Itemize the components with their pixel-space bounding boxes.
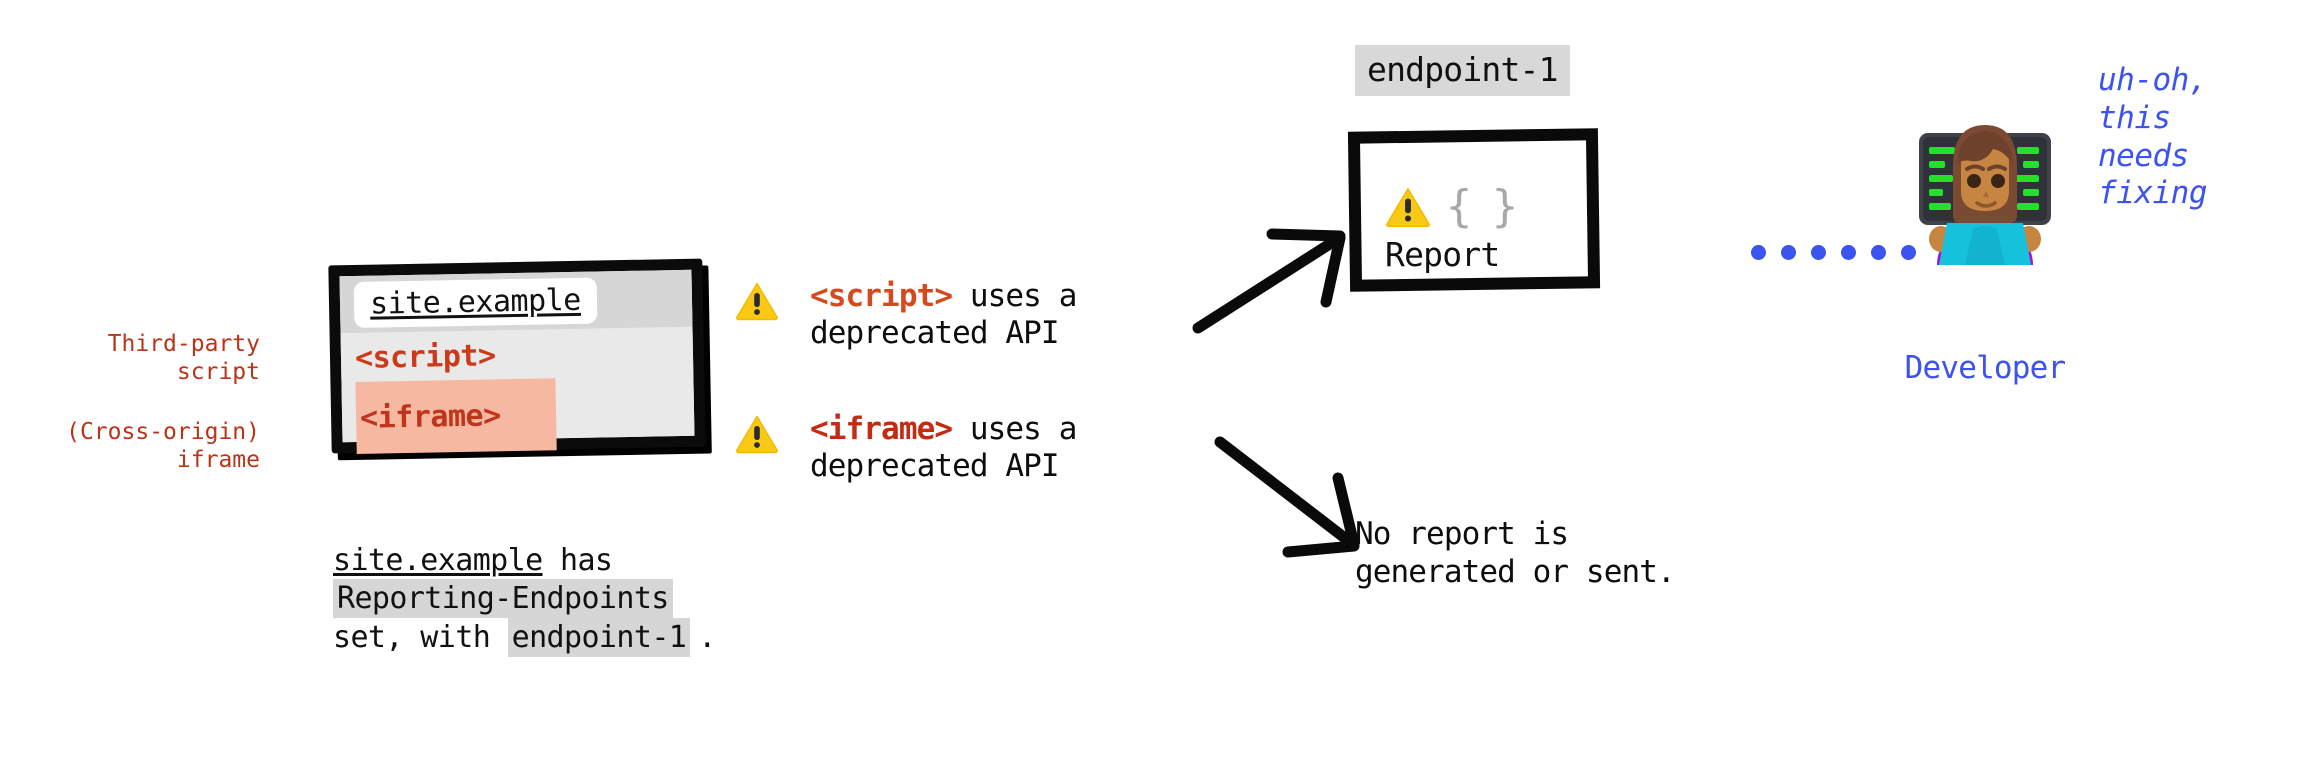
annotation-2-tag: <iframe> [810,411,953,447]
script-tag-text: <script> [354,338,496,376]
iframe-tag-text: <iframe> [359,397,501,436]
annotation-1-rest: uses a deprecated API [810,278,1077,352]
caption-line-2: Reporting-Endpoints [333,579,973,619]
report-label: Report [1385,235,1500,274]
warning-triangle-icon [735,414,779,454]
caption-set-with: set, with [333,619,508,655]
iframe-highlight-block: <iframe> [355,378,557,454]
annotation-iframe-deprecated-api: <iframe> uses a deprecated API [810,411,1210,485]
report-box-content: { } Report [1385,181,1605,275]
connector-dot [1841,245,1856,260]
endpoint-1-chip: endpoint-1 [507,617,691,657]
address-bar[interactable]: site.example [353,277,598,328]
connector-dot [1901,245,1916,260]
caption-line-1: site.example has [333,542,973,580]
caption-has: has [542,543,613,578]
caption-period: . [698,619,716,655]
browser-page-body: <script> <iframe> [340,326,695,454]
cross-origin-iframe-label: (Cross-origin) iframe [66,419,260,474]
warning-triangle-icon [1385,186,1431,228]
json-braces-icon: { } [1445,181,1521,232]
annotation-1-tag: <script> [810,278,953,314]
connector-dot [1751,245,1766,260]
browser-caption: site.example has Reporting-Endpoints set… [333,542,973,657]
address-bar-text: site.example [369,282,582,322]
woman-technologist-emoji [1919,125,2051,265]
warning-triangle-icon [735,281,779,321]
caption-line-3: set, with endpoint-1. [333,617,973,657]
no-report-text: No report is generated or sent. [1355,516,1676,590]
browser-window: site.example <script> <iframe> [328,258,712,461]
connector-dot [1871,245,1886,260]
browser-chrome: site.example [339,269,693,334]
annotation-2-rest: uses a deprecated API [810,411,1077,485]
caption-site-name: site.example [333,543,543,578]
annotation-script-deprecated-api: <script> uses a deprecated API [810,278,1210,352]
arrow-to-report-box [1192,228,1346,334]
browser-frame: site.example <script> <iframe> [328,258,706,454]
arrow-to-no-report [1214,436,1360,558]
connector-dot [1811,245,1826,260]
developer-speech-text: uh-oh, this needs fixing [2098,62,2207,212]
endpoint-1-label: endpoint-1 [1355,45,1570,96]
developer-label: Developer [1904,350,2067,386]
reporting-endpoints-chip: Reporting-Endpoints [333,579,673,619]
connector-dot [1781,245,1796,260]
third-party-script-label: Third-party script [107,331,260,386]
dotted-connector [1751,245,1916,260]
